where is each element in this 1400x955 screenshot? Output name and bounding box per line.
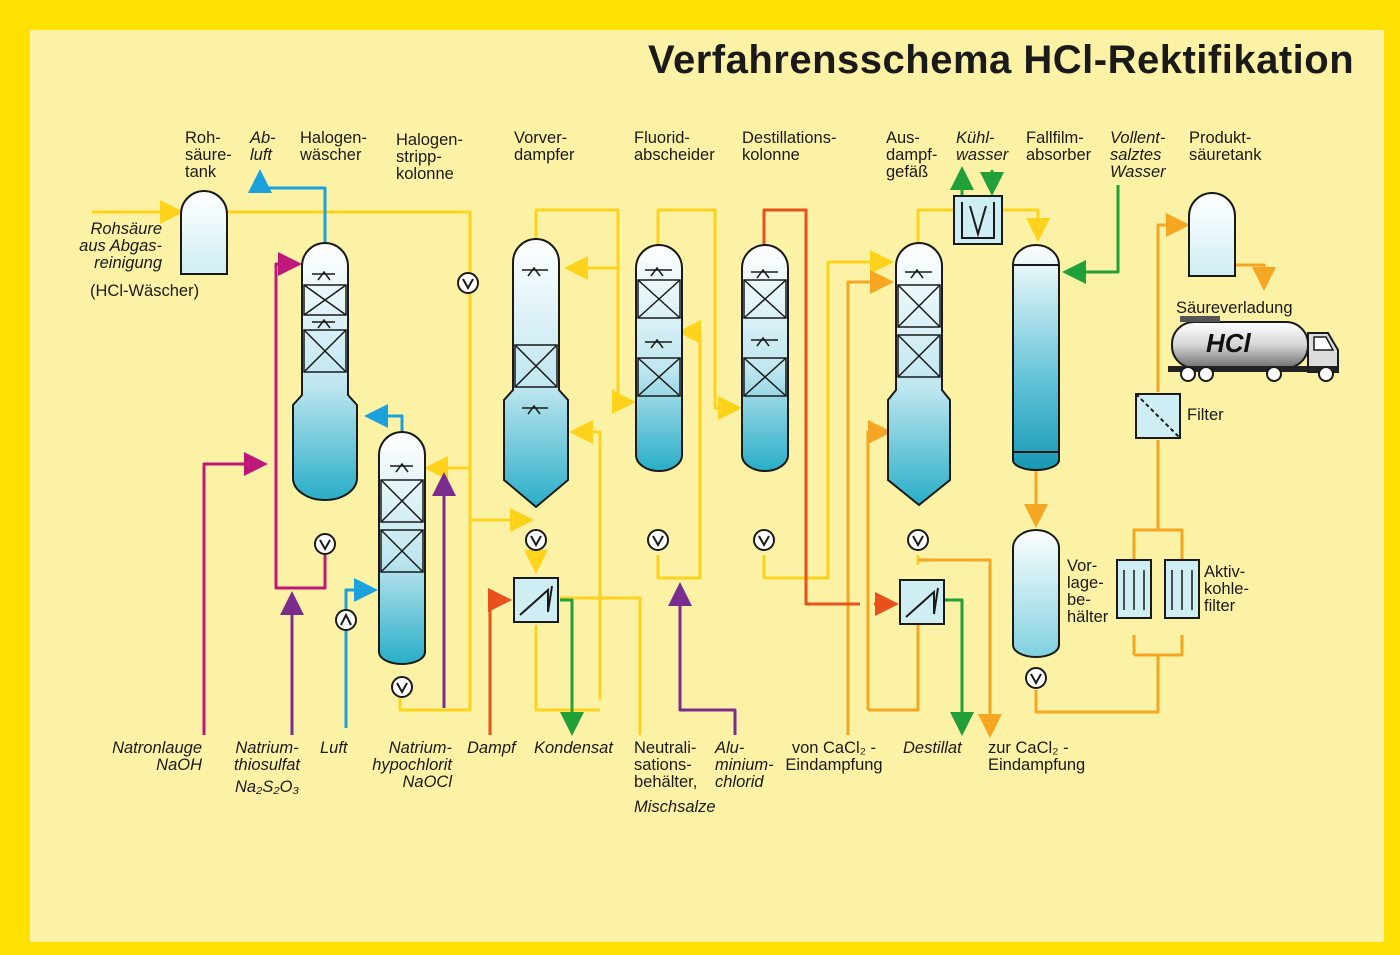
activated-carbon-filter <box>1164 559 1200 619</box>
neutralization-label: Neutrali- sations- behälter, <box>634 739 698 791</box>
heat-exchanger-icon <box>899 579 945 625</box>
product-line <box>868 625 920 712</box>
exhaust-air-label: Ab- luft <box>250 129 276 164</box>
distillation-column-label: Destillations- kolonne <box>742 129 837 164</box>
pump-icon <box>335 609 357 631</box>
filter-label: Filter <box>1187 406 1224 424</box>
pump-icon <box>753 529 775 551</box>
activated-carbon-filter <box>1116 559 1152 619</box>
acid-loading-label: Säureverladung <box>1176 299 1293 317</box>
acid-line <box>534 625 600 712</box>
pre-evaporator <box>503 238 569 509</box>
activated-carbon-filter-label: Aktiv- kohle- filter <box>1204 563 1249 615</box>
acid-line <box>228 210 472 712</box>
from-cacl2-evaporation-label: von CaCl₂ - Eindampfung <box>785 739 883 774</box>
sodium-thiosulfate-formula: Na₂S₂O₃ <box>234 778 300 796</box>
steam-line <box>488 588 512 735</box>
cooling-line <box>944 598 974 736</box>
falling-film-absorber-label: Fallfilm- absorber <box>1026 129 1092 164</box>
steam-label: Dampf <box>467 739 516 757</box>
stripping-vessel-label: Aus- dampf- gefäß <box>886 129 938 181</box>
acid-line <box>569 420 602 700</box>
heat-exchanger-icon <box>513 577 559 623</box>
cooling-line <box>1062 185 1120 284</box>
receiver-vessel-label: Vor- lage- be- hälter <box>1067 557 1109 626</box>
to-cacl2-evaporation-label: zur CaCl₂ - Eindampfung <box>988 739 1086 774</box>
raw-acid-source-label: Rohsäure aus Abgas- reinigung <box>79 220 162 272</box>
diagram-title: Verfahrensschema HCl-Rektifikation <box>648 38 1355 82</box>
pump-icon <box>907 529 929 551</box>
mixed-salts-label: Mischsalze <box>634 798 716 816</box>
pump-icon <box>314 533 336 555</box>
condensate-label: Kondensat <box>534 739 613 757</box>
gas-line <box>364 404 404 432</box>
fluoride-separator-label: Fluorid- abscheider <box>634 129 715 164</box>
naoh-line <box>274 252 327 590</box>
falling-film-absorber <box>1012 244 1060 471</box>
product-acid-tank-label: Produkt- säuretank <box>1189 129 1262 164</box>
cooling-line <box>560 598 584 736</box>
receiver-vessel <box>1012 529 1060 658</box>
gas-line <box>248 169 327 245</box>
raw-acid-source-note: (HCl-Wäscher) <box>90 282 200 300</box>
naoh-line <box>202 452 268 735</box>
acid-line <box>534 208 636 414</box>
air-label: Luft <box>320 739 348 757</box>
product-line <box>1034 655 1160 714</box>
acid-line <box>656 320 702 580</box>
distillation-column <box>741 244 789 472</box>
product-line <box>866 420 892 710</box>
distillate-label: Destillat <box>903 739 962 757</box>
sodium-hypochlorite-label: Natrium- hypochlorit NaOCl <box>372 739 452 791</box>
demineralized-water-label: Vollent- salztes Wasser <box>1110 129 1166 181</box>
halogen-scrubber-column <box>292 242 358 501</box>
acid-line <box>656 208 742 420</box>
halogen-stripping-column <box>378 431 426 665</box>
gas-line <box>344 578 378 728</box>
acid-line <box>762 250 894 580</box>
product-line <box>1232 263 1276 291</box>
additive-line <box>668 582 737 735</box>
pump-icon <box>525 529 547 551</box>
filter-icon <box>1135 393 1181 439</box>
halogen-stripping-column-label: Halogen- stripp- kolonne <box>396 131 463 183</box>
stripping-vessel <box>887 242 951 507</box>
halogen-scrubber-label: Halogen- wäscher <box>300 129 367 164</box>
raw-acid-tank-label: Roh- säure- tank <box>185 129 232 181</box>
pump-icon <box>457 272 479 294</box>
acid-line <box>560 596 642 735</box>
tanker-truck-icon <box>1168 316 1339 382</box>
aluminium-chloride-label: Alu- minium- chlorid <box>715 739 774 791</box>
sodium-thiosulfate-label: Natrium- thiosulfat <box>233 739 301 774</box>
pump-icon <box>391 676 413 698</box>
product-acid-tank <box>1188 192 1236 277</box>
product-line <box>918 558 1002 738</box>
product-line <box>1156 225 1184 530</box>
pump-icon <box>1025 667 1047 689</box>
product-line <box>846 270 894 735</box>
pre-evaporator-label: Vorver- dampfer <box>514 129 575 164</box>
raw-acid-tank <box>180 190 228 275</box>
cooling-water-label: Kühl- wasser <box>956 129 1009 164</box>
steam-line <box>762 208 860 606</box>
truck-label: HCl <box>1206 328 1251 358</box>
cooler-icon <box>953 195 1003 245</box>
sodium-hydroxide-label: Natronlauge NaOH <box>112 739 202 774</box>
fluoride-separator <box>635 244 683 472</box>
pump-icon <box>647 529 669 551</box>
